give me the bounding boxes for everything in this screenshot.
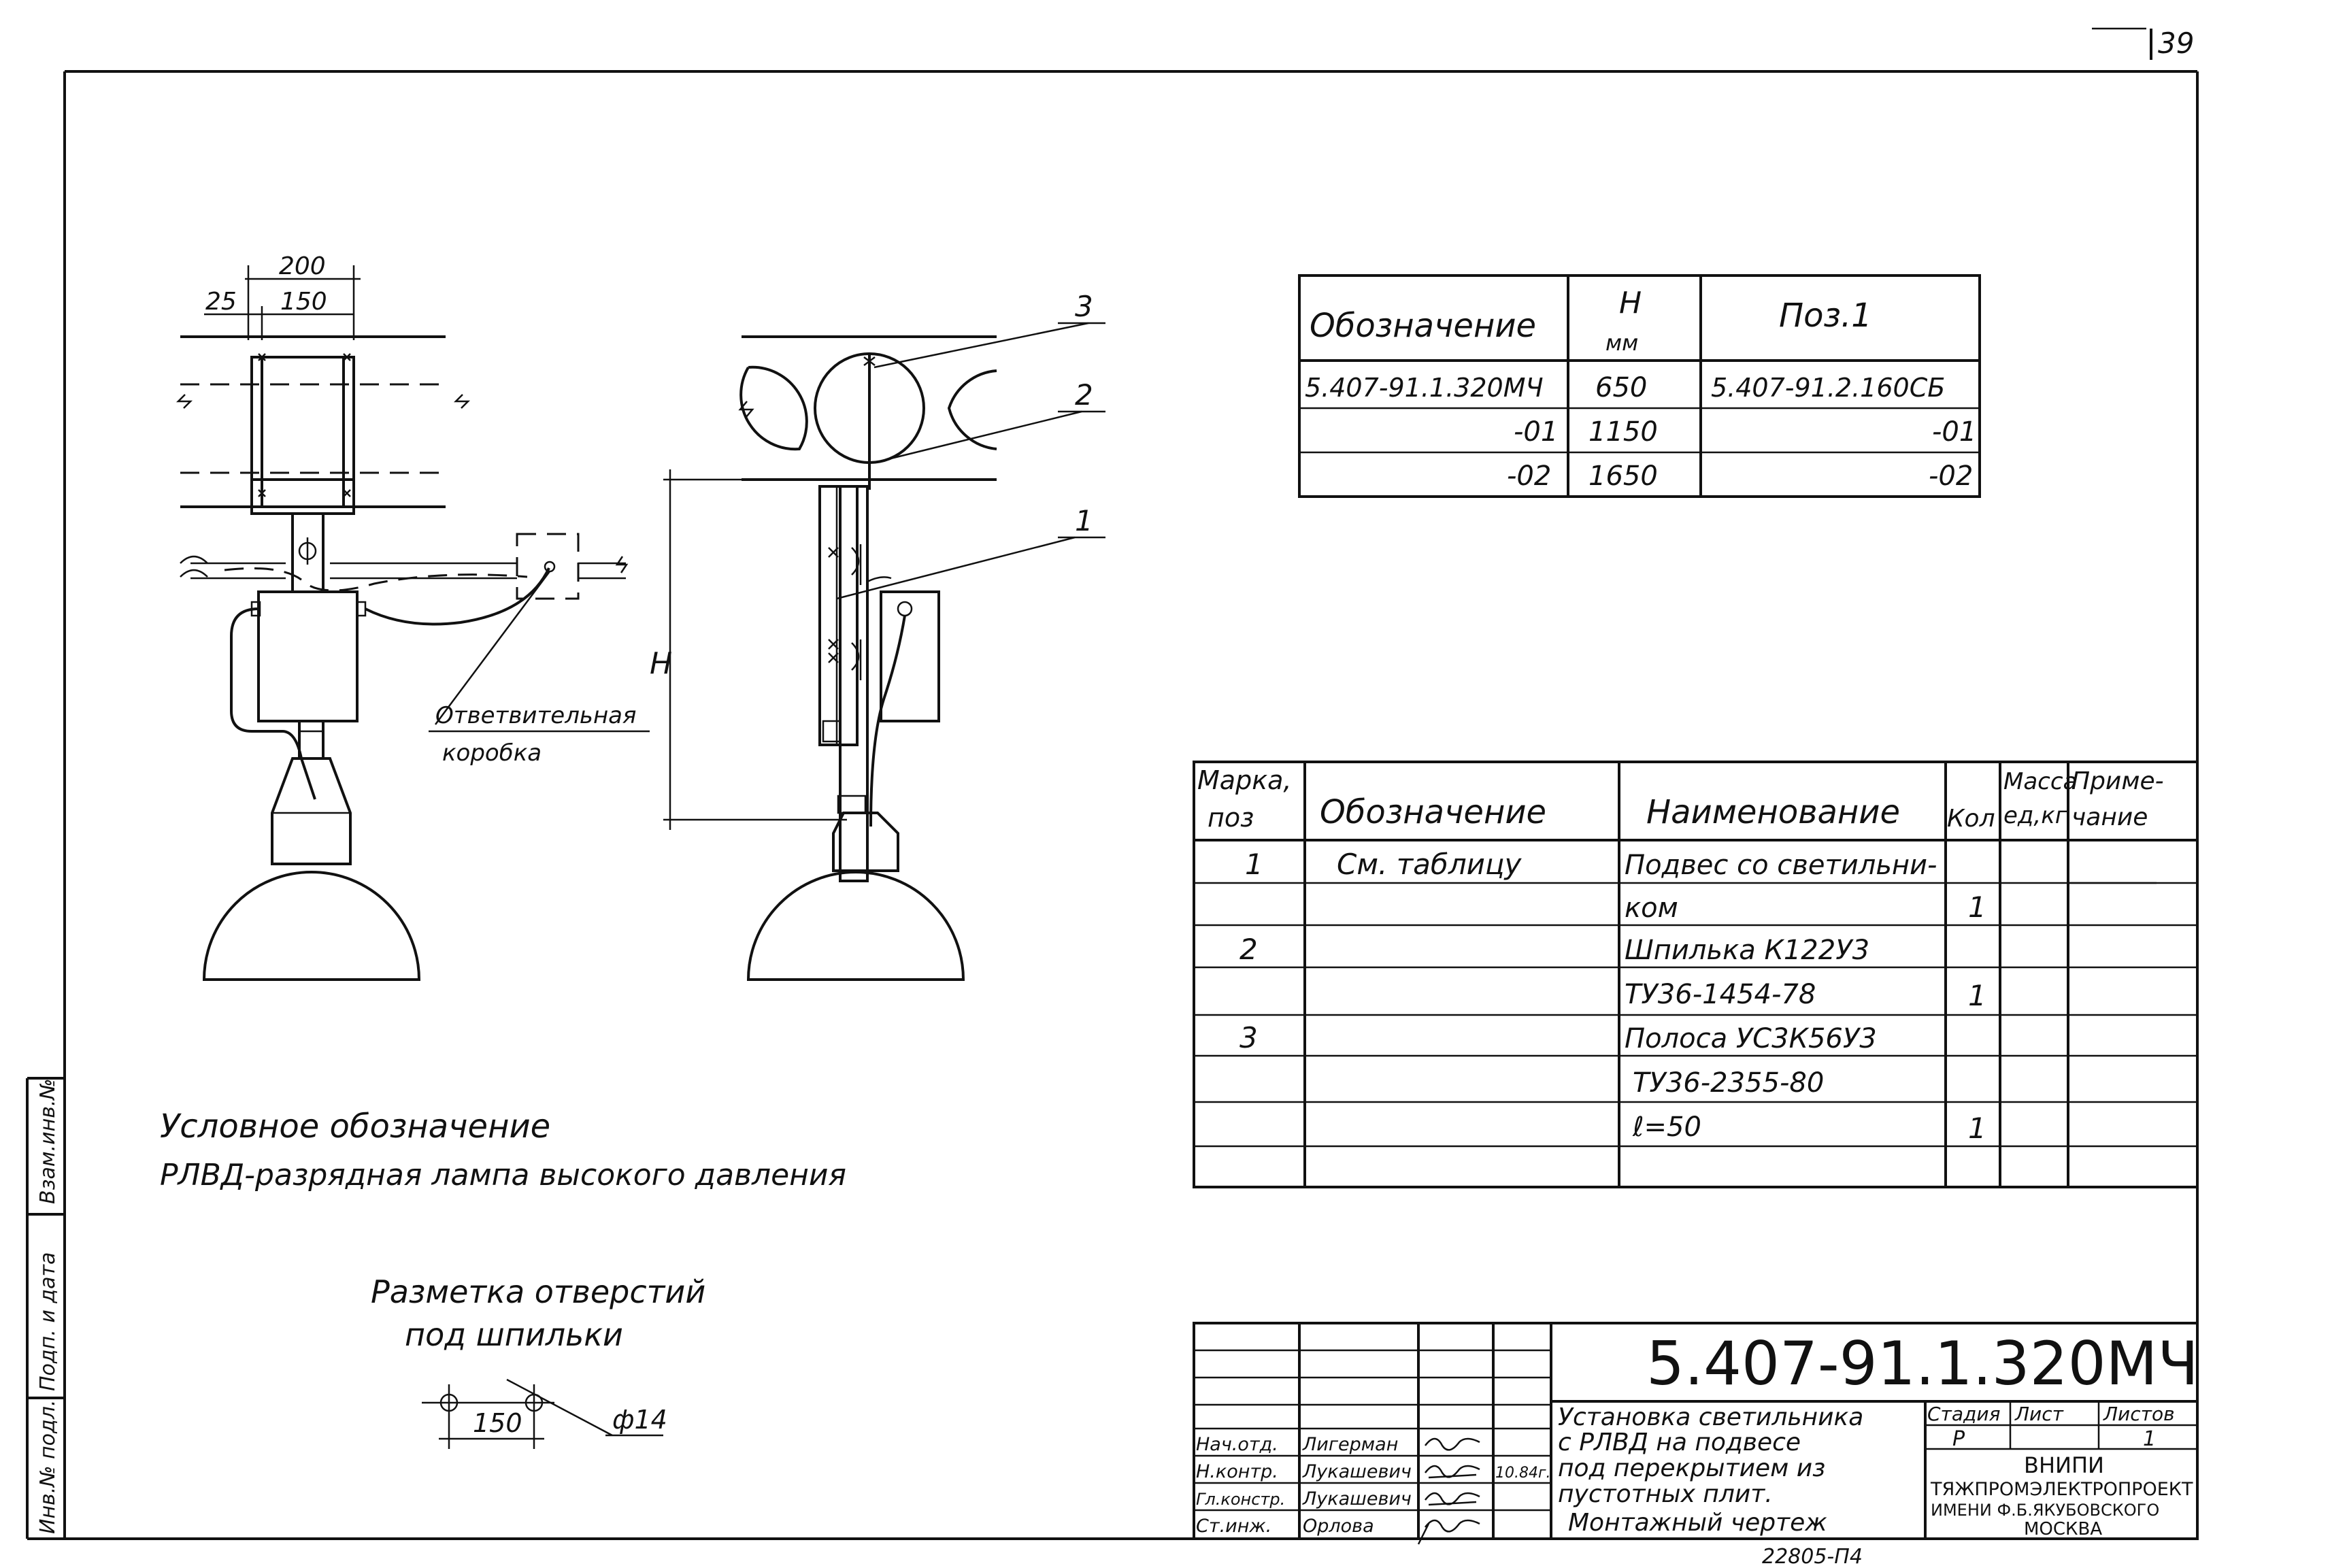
footer-number: 22805-П4 bbox=[1762, 1545, 1863, 1568]
role-2: Н.контр. bbox=[1196, 1461, 1278, 1482]
stamp-inventory: Инв.№ подл. bbox=[36, 1400, 60, 1534]
spec-header-qty: Кол bbox=[1947, 805, 1995, 833]
spec-row-4-qty: 1 bbox=[1968, 979, 1986, 1012]
name-1: Лигерман bbox=[1302, 1434, 1398, 1455]
dim-150: 150 bbox=[280, 288, 327, 316]
spec-header-mark-2: поз bbox=[1208, 803, 1254, 833]
junction-box-label-1: Ответвительная bbox=[435, 702, 636, 729]
spec-row-7-name: ℓ=50 bbox=[1632, 1112, 1701, 1143]
variants-row-1-h: 650 bbox=[1595, 372, 1647, 403]
markup-title-2: под шпильки bbox=[405, 1316, 623, 1353]
markup-title-1: Разметка отверстий bbox=[371, 1273, 705, 1310]
spec-table: Марка, поз Обозначение Наименование Кол … bbox=[1193, 761, 2199, 1188]
title-block: 5.407-91.1.320МЧ Установка светильника с… bbox=[1193, 1322, 2199, 1545]
spec-row-4-name: ТУ36-1454-78 bbox=[1625, 979, 1816, 1010]
dim-200: 200 bbox=[279, 252, 326, 280]
legend: Условное обозначение РЛВД-разрядная ламп… bbox=[160, 1107, 846, 1192]
junction-box-label-2: коробка bbox=[442, 739, 542, 767]
variants-row-1-pos1: 5.407-91.2.160СБ bbox=[1711, 373, 1945, 403]
callout-3: 3 bbox=[1075, 290, 1093, 323]
title-line-3: под перекрытием из bbox=[1558, 1454, 1825, 1482]
name-3: Лукашевич bbox=[1302, 1488, 1412, 1509]
org-line-1: ВНИПИ bbox=[2024, 1452, 2104, 1478]
dim-25: 25 bbox=[205, 288, 237, 316]
variants-table: Обозначение H мм Поз.1 5.407-91.1.320МЧ … bbox=[1298, 274, 1981, 498]
spec-row-7-qty: 1 bbox=[1968, 1112, 1986, 1145]
stage-label: Стадия bbox=[1927, 1403, 2000, 1425]
variants-row-3-h: 1650 bbox=[1588, 461, 1658, 492]
spec-header-note-1: Приме- bbox=[2071, 767, 2164, 795]
title-line-4: пустотных плит. bbox=[1558, 1480, 1773, 1508]
spec-header-mass-1: Масса bbox=[2003, 768, 2077, 795]
side-view-drawing: H 3 2 1 bbox=[650, 290, 1105, 981]
legend-text: РЛВД-разрядная лампа высокого давления bbox=[160, 1158, 846, 1192]
variants-header-designation: Обозначение bbox=[1310, 307, 1536, 345]
sheets-label: Листов bbox=[2103, 1403, 2175, 1425]
variants-row-2-h: 1150 bbox=[1588, 416, 1658, 448]
markup-diameter: ф14 bbox=[612, 1405, 667, 1435]
sheet-frame: 39 bbox=[27, 27, 2199, 1540]
variants-header-h-unit: мм bbox=[1605, 330, 1638, 356]
legend-title: Условное обозначение bbox=[160, 1107, 550, 1146]
role-1: Нач.отд. bbox=[1196, 1434, 1278, 1455]
title-line-2: с РЛВД на подвесе bbox=[1558, 1429, 1801, 1456]
org-line-2: ТЯЖПРОМЭЛЕКТРОПРОЕКТ bbox=[1930, 1479, 2193, 1500]
variants-row-2-designation: -01 bbox=[1514, 416, 1558, 448]
spec-header-mark-1: Марка, bbox=[1197, 765, 1292, 795]
callout-2: 2 bbox=[1075, 378, 1093, 412]
variants-header-pos1: Поз.1 bbox=[1779, 297, 1872, 335]
spec-header-mass-2: ед,кг bbox=[2003, 802, 2068, 829]
date-value: 10.84г. bbox=[1495, 1465, 1551, 1482]
role-3: Гл.констр. bbox=[1196, 1490, 1285, 1509]
sheets-value: 1 bbox=[2143, 1427, 2156, 1451]
spec-row-5-mark: 3 bbox=[1239, 1021, 1258, 1054]
title-line-5: Монтажный чертеж bbox=[1568, 1509, 1827, 1537]
variants-row-2-pos1: -01 bbox=[1932, 416, 1976, 448]
hole-markup: Разметка отверстий под шпильки 150 ф14 bbox=[371, 1273, 705, 1449]
spec-row-5-name: Полоса УС3К56У3 bbox=[1625, 1023, 1877, 1054]
sheet-label: Лист bbox=[2014, 1403, 2064, 1425]
name-4: Орлова bbox=[1303, 1516, 1374, 1537]
org-line-3: ИМЕНИ Ф.Б.ЯКУБОВСКОГО bbox=[1931, 1501, 2159, 1520]
stamp-signature-date: Подп. и дата bbox=[36, 1252, 60, 1391]
variants-header-h: H bbox=[1619, 286, 1642, 320]
name-2: Лукашевич bbox=[1302, 1461, 1412, 1482]
title-line-1: Установка светильника bbox=[1558, 1403, 1863, 1431]
callout-1: 1 bbox=[1075, 504, 1093, 537]
stage-value: Р bbox=[1952, 1427, 1965, 1451]
variants-row-1-designation: 5.407-91.1.320МЧ bbox=[1305, 373, 1544, 403]
spec-row-3-mark: 2 bbox=[1239, 933, 1258, 966]
dim-height-h: H bbox=[650, 646, 672, 681]
page-number: 39 bbox=[2158, 27, 2194, 60]
spec-row-1-designation: См. таблицу bbox=[1337, 848, 1522, 881]
front-view-drawing: 200 25 150 Ответвительн bbox=[176, 252, 650, 981]
org-line-4: МОСКВА bbox=[2024, 1519, 2102, 1539]
spec-row-1-mark: 1 bbox=[1245, 848, 1263, 881]
spec-header-note-2: чание bbox=[2071, 803, 2148, 831]
variants-row-3-designation: -02 bbox=[1507, 461, 1551, 492]
spec-header-designation: Обозначение bbox=[1320, 793, 1546, 831]
side-stamp-column: Взам.инв.№ Подп. и дата Инв.№ подл. bbox=[26, 1077, 65, 1539]
stamp-replacement: Взам.инв.№ bbox=[36, 1078, 60, 1204]
spec-row-3-name: Шпилька К122У3 bbox=[1625, 935, 1869, 966]
signatures bbox=[1417, 1437, 1480, 1545]
spec-row-1-name: Подвес со светильни- bbox=[1625, 850, 1937, 881]
variants-row-3-pos1: -02 bbox=[1929, 461, 1973, 492]
spec-header-name: Наименование bbox=[1646, 793, 1900, 831]
spec-row-2-qty: 1 bbox=[1968, 890, 1986, 924]
markup-dim-150: 150 bbox=[473, 1408, 522, 1438]
drawing-code: 5.407-91.1.320МЧ bbox=[1646, 1329, 2199, 1399]
role-4: Ст.инж. bbox=[1196, 1516, 1271, 1537]
spec-row-6-name: ТУ36-2355-80 bbox=[1633, 1067, 1824, 1099]
spec-row-2-name: ком bbox=[1625, 893, 1678, 924]
